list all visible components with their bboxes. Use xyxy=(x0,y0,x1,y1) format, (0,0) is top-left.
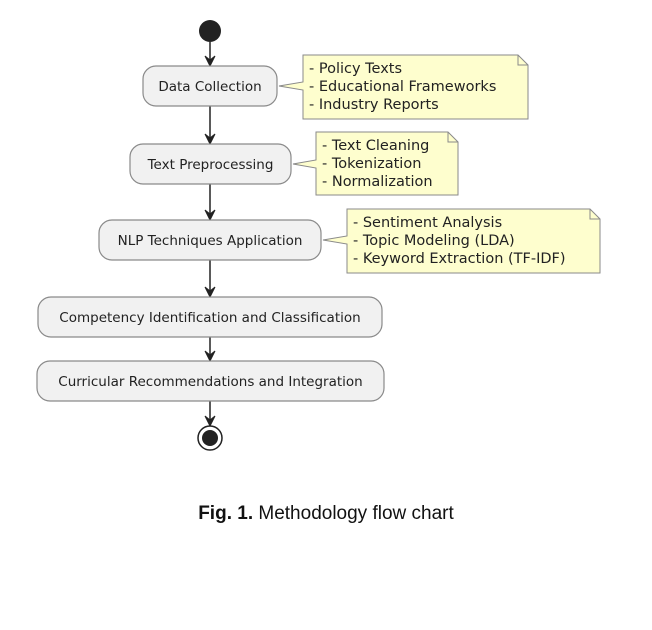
note-item: - Normalization xyxy=(322,174,433,190)
note-item: - Educational Frameworks xyxy=(309,79,496,95)
edge-start-to-data-collection xyxy=(204,42,216,68)
arrowhead-icon xyxy=(204,55,216,68)
methodology-flow-diagram: - Policy Texts - Educational Frameworks - … xyxy=(36,20,601,451)
note-fold-icon xyxy=(589,209,600,220)
figure-label: Fig. 1. xyxy=(198,503,254,524)
arrowhead-icon xyxy=(204,209,216,222)
note-item: - Policy Texts xyxy=(309,61,402,77)
activity-nlp-techniques-application: NLP Techniques Application xyxy=(98,219,322,261)
activity-data-collection: Data Collection xyxy=(142,65,278,107)
activity-text-preprocessing: Text Preprocessing xyxy=(129,143,292,185)
activity-label: Text Preprocessing xyxy=(147,157,274,173)
edge-data-collection-to-text-preprocessing xyxy=(204,106,216,146)
note-fold-icon xyxy=(517,55,528,66)
note-data-collection: - Policy Texts - Educational Frameworks - … xyxy=(278,54,529,120)
edges xyxy=(204,42,216,428)
activity-box xyxy=(98,219,322,261)
activity-label: NLP Techniques Application xyxy=(118,233,303,249)
figure-caption-text: Methodology flow chart xyxy=(253,503,454,524)
activity-box xyxy=(129,143,292,185)
note-item: - Text Cleaning xyxy=(322,138,429,154)
activity-label: Competency Identification and Classifica… xyxy=(59,310,360,326)
figure-caption: Fig. 1. Methodology flow chart xyxy=(0,503,652,525)
note-item: - Industry Reports xyxy=(309,97,439,113)
activity-box xyxy=(36,360,385,402)
arrowhead-icon xyxy=(204,415,216,428)
end-node xyxy=(197,425,223,451)
note-box xyxy=(292,131,459,196)
start-node xyxy=(199,20,221,42)
arrowhead-icon xyxy=(204,286,216,299)
end-node-dot xyxy=(202,430,218,446)
edge-curricular-recommendations-to-end xyxy=(204,401,216,428)
activity-curricular-recommendations: Curricular Recommendations and Integrati… xyxy=(36,360,385,402)
arrowhead-icon xyxy=(204,350,216,363)
edge-competency-identification-to-curricular-recommendations xyxy=(204,337,216,363)
note-nlp-techniques-application: - Sentiment Analysis - Topic Modeling (LD… xyxy=(322,208,601,274)
activity-label: Data Collection xyxy=(158,79,261,95)
note-item: - Topic Modeling (LDA) xyxy=(353,233,515,249)
note-item: - Keyword Extraction (TF-IDF) xyxy=(353,251,566,267)
note-item: - Sentiment Analysis xyxy=(353,215,502,231)
note-box xyxy=(278,54,529,120)
note-text-preprocessing: - Text Cleaning - Tokenization - Normaliza… xyxy=(292,131,459,196)
notes: - Policy Texts - Educational Frameworks - … xyxy=(278,54,601,274)
note-fold-icon xyxy=(447,132,458,143)
activity-box xyxy=(142,65,278,107)
arrowhead-icon xyxy=(204,133,216,146)
note-item: - Tokenization xyxy=(322,156,421,172)
activity-competency-identification: Competency Identification and Classifica… xyxy=(37,296,383,338)
note-box xyxy=(322,208,601,274)
edge-text-preprocessing-to-nlp-techniques-application xyxy=(204,184,216,222)
activity-box xyxy=(37,296,383,338)
activity-label: Curricular Recommendations and Integrati… xyxy=(58,374,362,390)
edge-nlp-techniques-application-to-competency-identification xyxy=(204,260,216,299)
